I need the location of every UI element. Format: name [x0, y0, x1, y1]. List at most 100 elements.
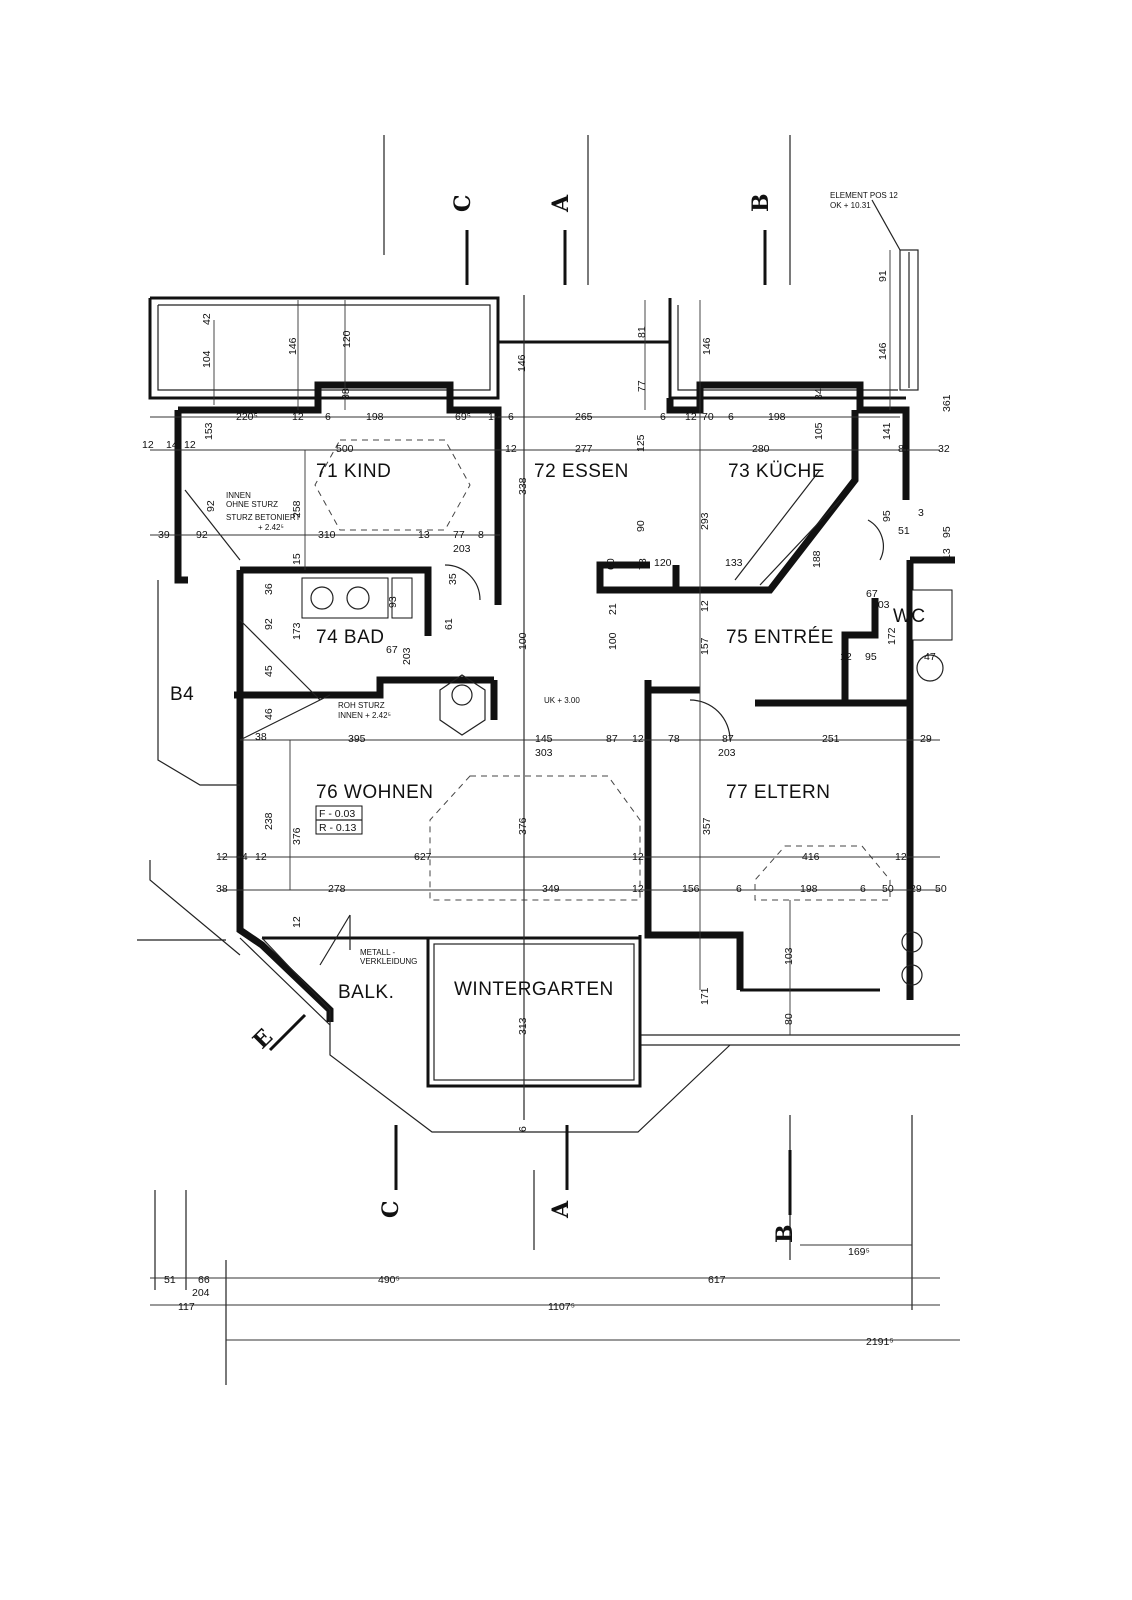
dim: 12	[699, 600, 711, 612]
dim: 6	[325, 411, 331, 423]
dim: 1107⁵	[548, 1301, 575, 1313]
dim: 78	[637, 558, 649, 570]
dim: 103	[783, 947, 795, 965]
dim: 15	[291, 553, 303, 565]
dim: 146	[287, 337, 299, 355]
dim: 39	[158, 529, 170, 541]
dim: 32	[938, 443, 950, 455]
dim: 376	[517, 817, 529, 835]
dim: 69⁵	[455, 411, 471, 423]
dim: 04	[236, 851, 248, 863]
dim: 12	[184, 439, 196, 451]
dim: 50	[935, 883, 947, 895]
note-roh-sturz: ROH STURZ	[338, 701, 385, 710]
dim: 6	[728, 411, 734, 423]
dim: 42	[201, 313, 213, 325]
dim: 92	[196, 529, 208, 541]
dim: 125	[635, 434, 647, 452]
dim: 265	[575, 411, 593, 423]
dim: 361	[941, 394, 953, 412]
dim: 146	[877, 342, 889, 360]
dim: 12	[895, 851, 907, 863]
dim: 203	[401, 647, 413, 665]
dim: 36	[263, 583, 275, 595]
section-mark-a-bottom: A	[548, 1200, 574, 1219]
dim: 105	[813, 422, 825, 440]
dim: 38	[340, 388, 352, 400]
dim: 81	[636, 326, 648, 338]
section-mark-b-top: B	[748, 193, 774, 212]
dim: 77	[636, 380, 648, 392]
dim: 51	[898, 525, 910, 537]
dim: 172	[886, 627, 898, 645]
section-mark-c-top: C	[450, 194, 476, 212]
dim: 310	[318, 529, 336, 541]
dim: 12	[292, 411, 304, 423]
dim: 45	[263, 665, 275, 677]
dim: 6	[660, 411, 666, 423]
dim: 500	[336, 443, 354, 455]
dim: 100	[517, 632, 529, 650]
dim: 146	[701, 337, 713, 355]
dim: 146	[516, 354, 528, 372]
reference-lines	[137, 135, 913, 1385]
dim: 12	[216, 851, 228, 863]
dim: 78	[668, 733, 680, 745]
room-label-kind: 71 KIND	[316, 461, 391, 482]
dim: 35	[447, 573, 459, 585]
outer-walls	[148, 296, 960, 1046]
dim: 198	[366, 411, 384, 423]
dim: 8	[478, 529, 484, 541]
dim: 104	[201, 350, 213, 368]
dim: 14	[166, 439, 178, 451]
dim: 50	[882, 883, 894, 895]
dim: 220⁵	[236, 411, 258, 423]
dim: 90	[635, 520, 647, 532]
dim: 12	[632, 733, 644, 745]
annotations: ELEMENT POS 12 OK + 10.31 INNEN OHNE STU…	[226, 191, 898, 966]
dim: 141	[881, 422, 893, 440]
dim: 13	[941, 548, 953, 560]
dim: 203	[718, 747, 736, 759]
dim: 29	[920, 733, 932, 745]
note-element-pos: ELEMENT POS 12	[830, 191, 898, 200]
dim: 67	[386, 644, 398, 656]
dim: 349	[542, 883, 560, 895]
dim: 12	[840, 651, 852, 663]
dim: 293	[699, 512, 711, 530]
note-ohne-sturz: OHNE STURZ	[226, 500, 278, 509]
dim: 198	[800, 883, 818, 895]
dim: 87	[722, 733, 734, 745]
dim: 6	[860, 883, 866, 895]
room-label-wohnen: 76 WOHNEN	[316, 782, 433, 803]
room-label-balkon: BALK.	[338, 982, 394, 1003]
dim: 92	[263, 618, 275, 630]
dim: 77	[453, 529, 465, 541]
dim: 51	[164, 1274, 176, 1286]
level-fertig: F - 0.03	[319, 808, 355, 820]
dim: 173	[291, 622, 303, 640]
note-element-ok: OK + 10.31	[830, 201, 871, 210]
dim: 157	[699, 637, 711, 655]
dim: 258	[291, 500, 303, 518]
dim: 67	[866, 588, 878, 600]
dim: 92	[205, 500, 217, 512]
dim: 93	[387, 596, 399, 608]
level-box: F - 0.03 R - 0.13	[315, 805, 363, 835]
dim: 12	[632, 883, 644, 895]
dim: 120	[341, 330, 353, 348]
wintergarten-balcony	[149, 580, 731, 1133]
dim: 376	[291, 827, 303, 845]
note-innen: INNEN	[226, 491, 251, 500]
dim: 395	[348, 733, 366, 745]
dim: 12	[255, 851, 267, 863]
note-sturz-betoniert: STURZ BETONIERT	[226, 513, 300, 522]
dim: 169⁵	[848, 1246, 870, 1258]
dim: 13	[418, 529, 430, 541]
dimension-lines	[150, 250, 960, 1341]
dim: 80	[783, 1013, 795, 1025]
dim: 188	[811, 550, 823, 568]
dim: 6	[508, 411, 514, 423]
dim: 280	[752, 443, 770, 455]
